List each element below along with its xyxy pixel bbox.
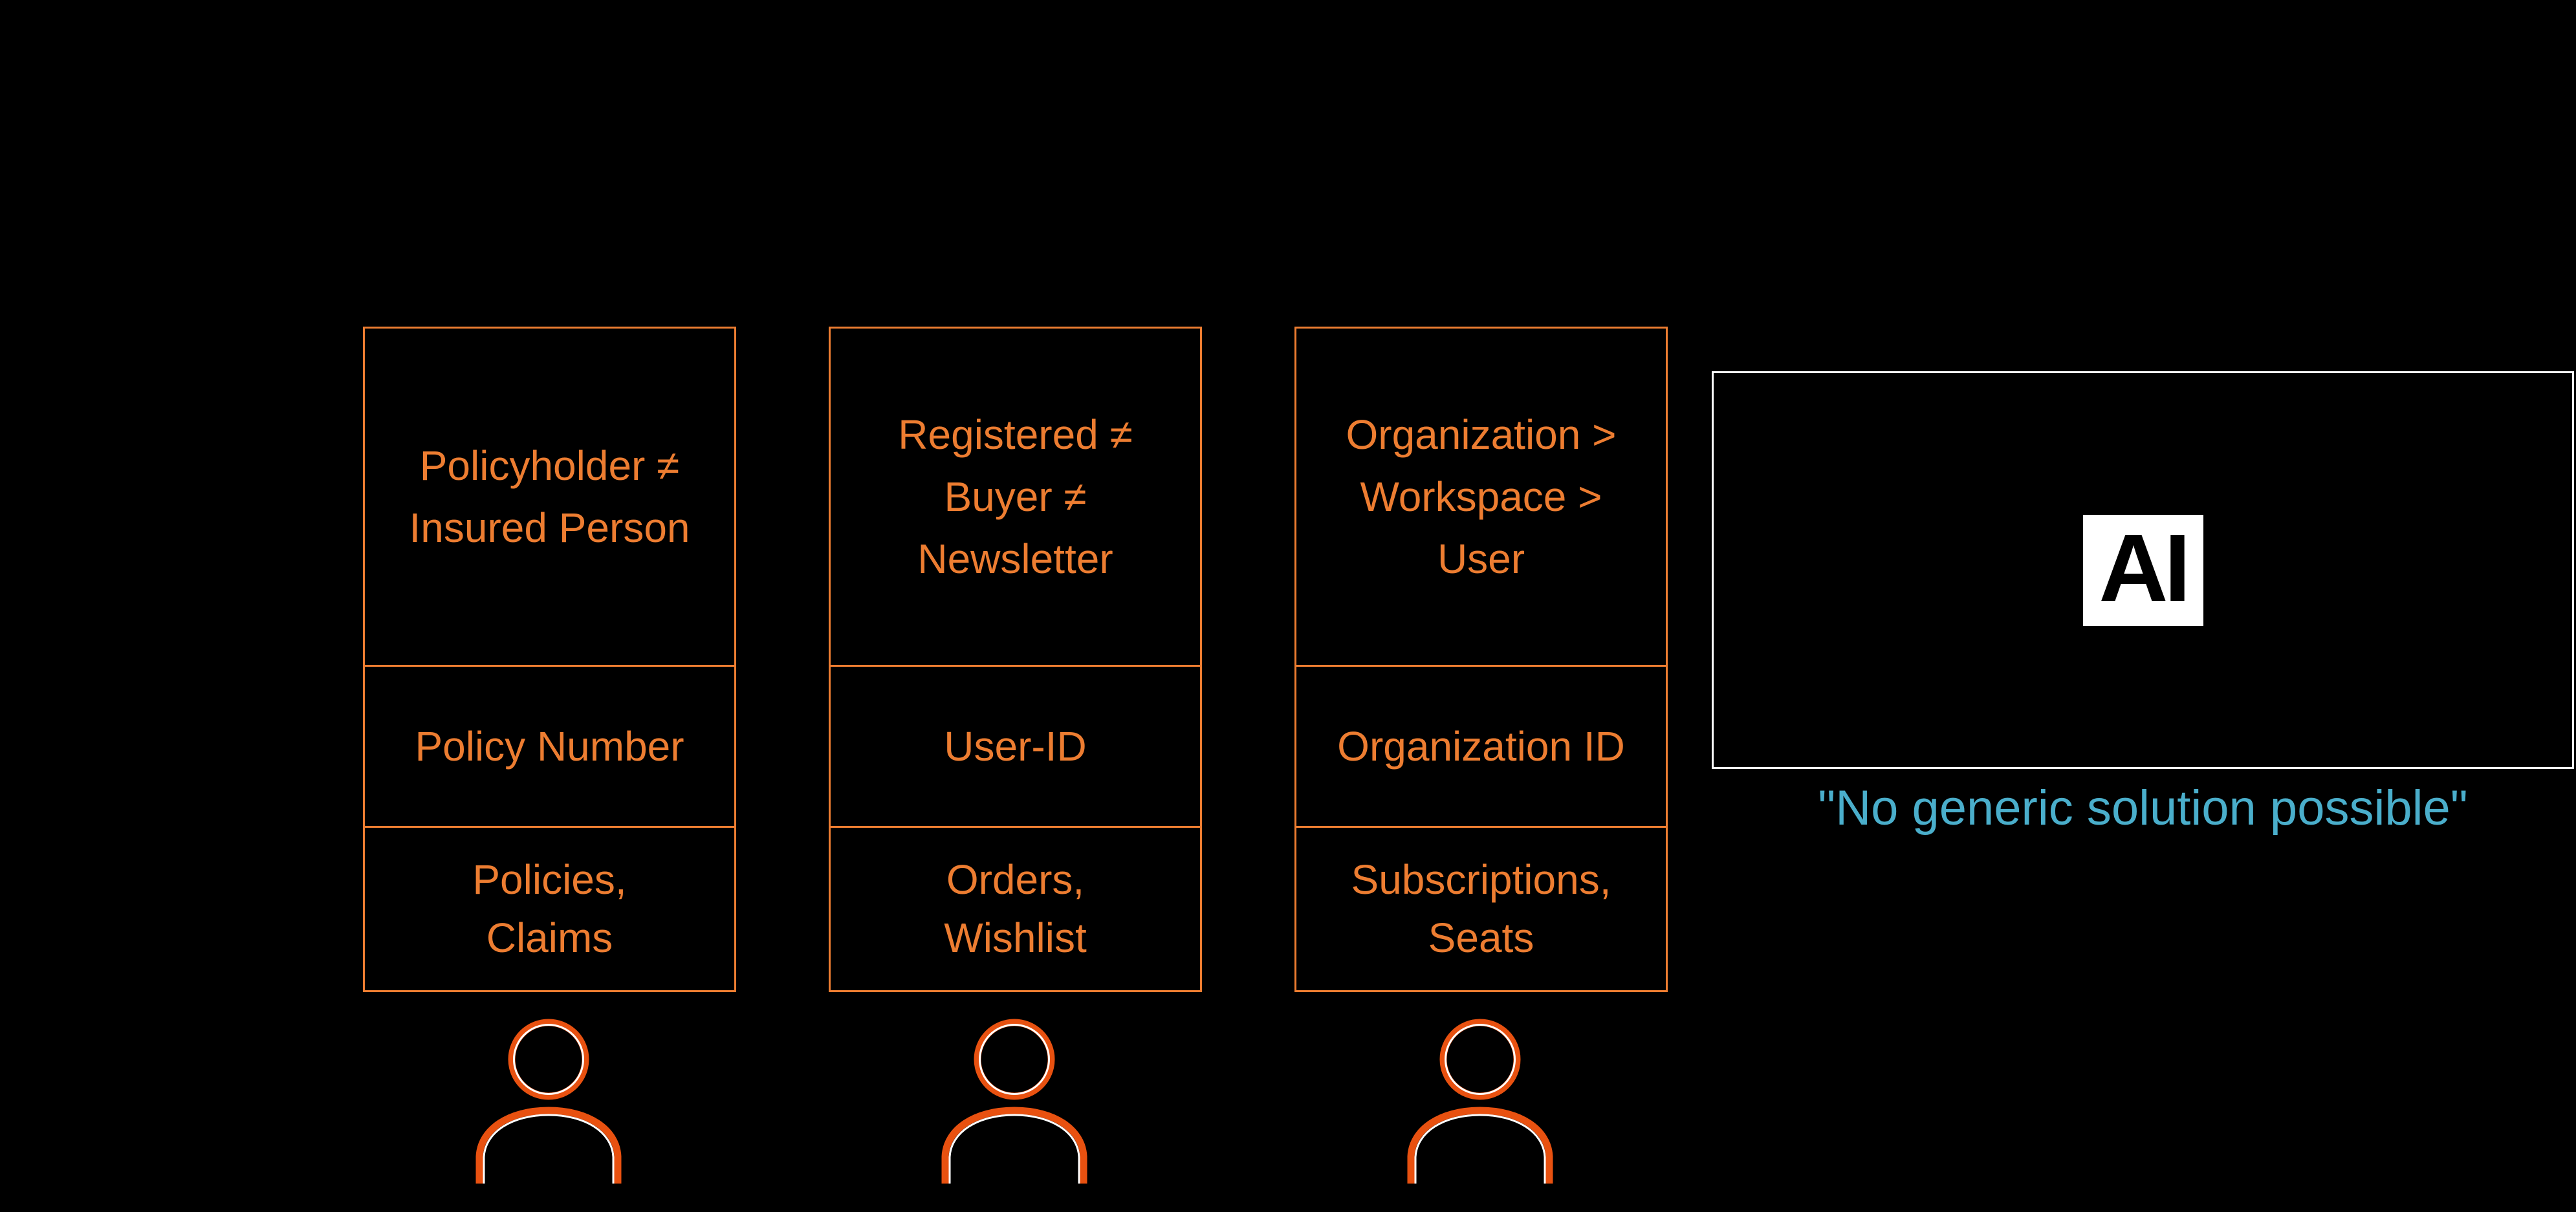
card-title-line: User bbox=[1437, 536, 1525, 582]
card-artifact-line: Claims bbox=[486, 914, 613, 961]
person-icon bbox=[941, 1019, 1087, 1184]
card-identifier: Policy Number bbox=[415, 723, 684, 770]
card-title-line: Workspace > bbox=[1360, 473, 1602, 520]
card-identifier: Organization ID bbox=[1337, 723, 1625, 770]
card-title-line: Newsletter bbox=[917, 536, 1113, 582]
person-icon bbox=[1407, 1019, 1553, 1184]
card-artifacts-section: Subscriptions, Seats bbox=[1296, 828, 1666, 990]
ai-caption: "No generic solution possible" bbox=[1818, 781, 2468, 836]
ai-badge: AI bbox=[2082, 514, 2203, 626]
card-title-section: Registered ≠ Buyer ≠ Newsletter bbox=[831, 329, 1200, 667]
card-title-line: Organization > bbox=[1346, 411, 1617, 458]
entity-card-ecommerce: Registered ≠ Buyer ≠ Newsletter User-ID … bbox=[829, 327, 1202, 992]
card-title-line: Policyholder ≠ bbox=[419, 442, 680, 489]
card-artifact-line: Orders, bbox=[946, 856, 1085, 903]
card-identifier-section: Policy Number bbox=[365, 667, 734, 828]
card-artifacts-section: Policies, Claims bbox=[365, 828, 734, 990]
card-artifact-line: Wishlist bbox=[944, 914, 1087, 961]
card-title-line: Registered ≠ bbox=[898, 411, 1133, 458]
card-artifacts-section: Orders, Wishlist bbox=[831, 828, 1200, 990]
card-artifact-line: Policies, bbox=[472, 856, 627, 903]
card-identifier-section: User-ID bbox=[831, 667, 1200, 828]
card-artifact-line: Subscriptions, bbox=[1351, 856, 1611, 903]
card-identifier: User-ID bbox=[944, 723, 1087, 770]
card-title-line: Buyer ≠ bbox=[944, 473, 1087, 520]
card-artifact-line: Seats bbox=[1428, 914, 1534, 961]
card-title-section: Organization > Workspace > User bbox=[1296, 329, 1666, 667]
entity-card-saas: Organization > Workspace > User Organiza… bbox=[1294, 327, 1668, 992]
entity-card-insurance: Policyholder ≠ Insured Person Policy Num… bbox=[363, 327, 736, 992]
ai-badge-label: AI bbox=[2099, 514, 2191, 622]
ai-panel: AI bbox=[1712, 371, 2574, 769]
card-title-line: Insured Person bbox=[409, 504, 690, 551]
card-title-section: Policyholder ≠ Insured Person bbox=[365, 329, 734, 667]
card-identifier-section: Organization ID bbox=[1296, 667, 1666, 828]
person-icon bbox=[475, 1019, 622, 1184]
